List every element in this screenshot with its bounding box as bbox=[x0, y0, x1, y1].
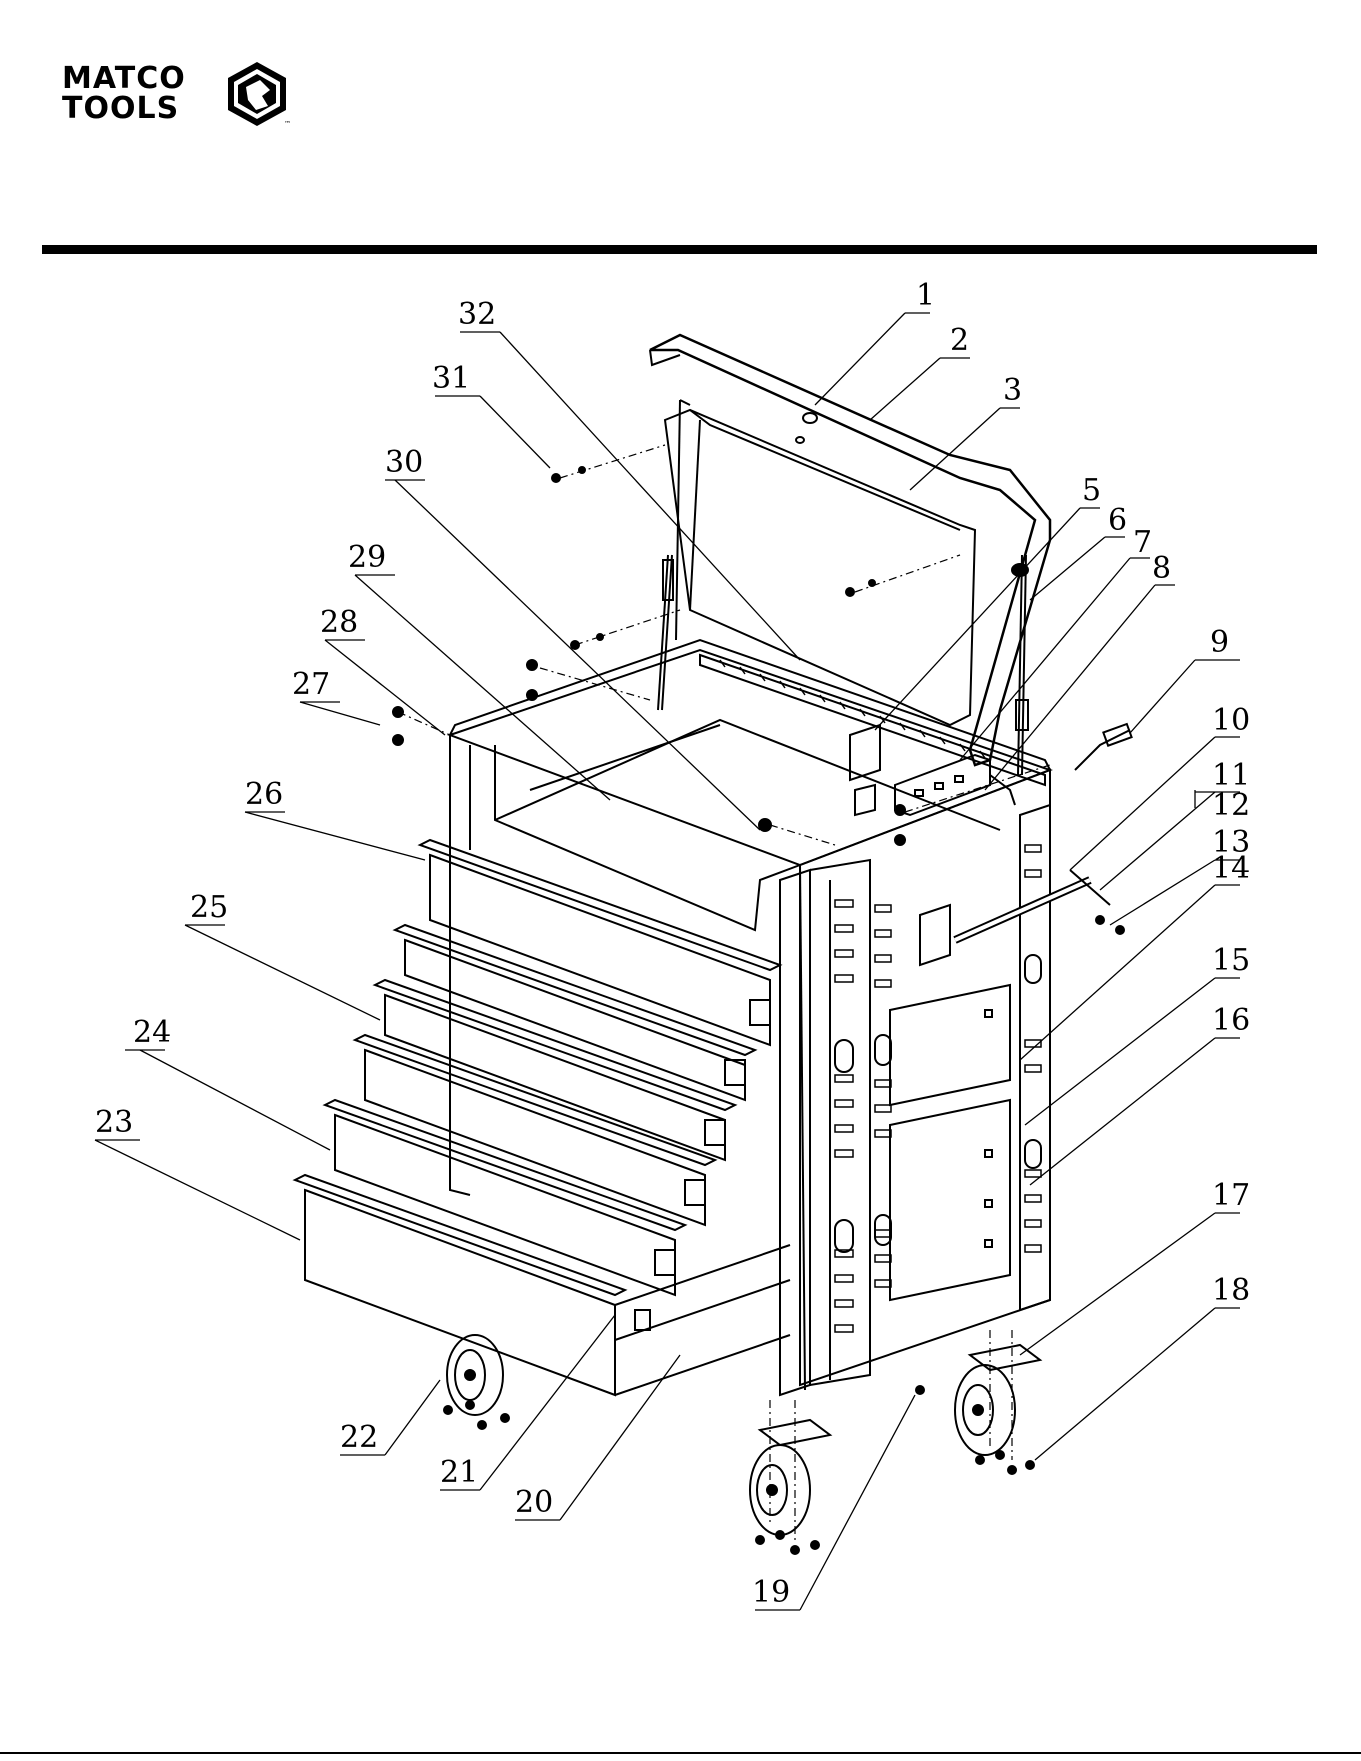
callout-5: 5 bbox=[1082, 473, 1101, 508]
caster-front-center bbox=[750, 1420, 830, 1535]
callout-29: 29 bbox=[348, 540, 386, 575]
power-cord bbox=[1075, 724, 1132, 770]
callout-19: 19 bbox=[752, 1575, 790, 1610]
callout-26: 26 bbox=[245, 777, 283, 812]
callout-31: 31 bbox=[432, 361, 470, 396]
callout-30: 30 bbox=[385, 445, 423, 480]
callout-24: 24 bbox=[133, 1015, 171, 1050]
leader-lines bbox=[95, 313, 1240, 1610]
callout-12: 12 bbox=[1212, 788, 1250, 823]
caster-rear-right bbox=[955, 1345, 1040, 1455]
callout-15: 15 bbox=[1212, 943, 1250, 978]
callout-6: 6 bbox=[1108, 503, 1127, 538]
callout-7: 7 bbox=[1133, 525, 1152, 560]
explosion-lines bbox=[398, 445, 1050, 1540]
callout-14: 14 bbox=[1212, 851, 1250, 886]
callout-21: 21 bbox=[440, 1455, 478, 1490]
callout-22: 22 bbox=[340, 1420, 378, 1455]
drawer-stack bbox=[295, 840, 790, 1395]
callout-8: 8 bbox=[1152, 551, 1171, 586]
drawer-6 bbox=[295, 1175, 790, 1395]
callout-32: 32 bbox=[458, 297, 496, 332]
right-upright-rail bbox=[1020, 805, 1050, 1310]
side-panels bbox=[890, 985, 1010, 1300]
switch-bracket bbox=[850, 725, 880, 815]
drawer-1 bbox=[420, 840, 780, 1045]
callout-17: 17 bbox=[1212, 1178, 1250, 1213]
callout-20: 20 bbox=[515, 1485, 553, 1520]
caster-front-left bbox=[447, 1335, 503, 1415]
callout-3: 3 bbox=[1003, 373, 1022, 408]
callout-10: 10 bbox=[1212, 703, 1250, 738]
callout-25: 25 bbox=[190, 890, 228, 925]
callout-1: 1 bbox=[916, 278, 935, 313]
gas-strut-left bbox=[658, 555, 673, 710]
callout-28: 28 bbox=[320, 605, 358, 640]
callout-18: 18 bbox=[1212, 1273, 1250, 1308]
side-handle bbox=[920, 870, 1110, 965]
left-upright-rail bbox=[780, 860, 891, 1395]
callout-16: 16 bbox=[1212, 1003, 1250, 1038]
footer-rule bbox=[0, 1752, 1361, 1754]
callout-2: 2 bbox=[950, 323, 969, 358]
callout-23: 23 bbox=[95, 1105, 133, 1140]
callout-9: 9 bbox=[1210, 625, 1229, 660]
callout-27: 27 bbox=[292, 667, 330, 702]
